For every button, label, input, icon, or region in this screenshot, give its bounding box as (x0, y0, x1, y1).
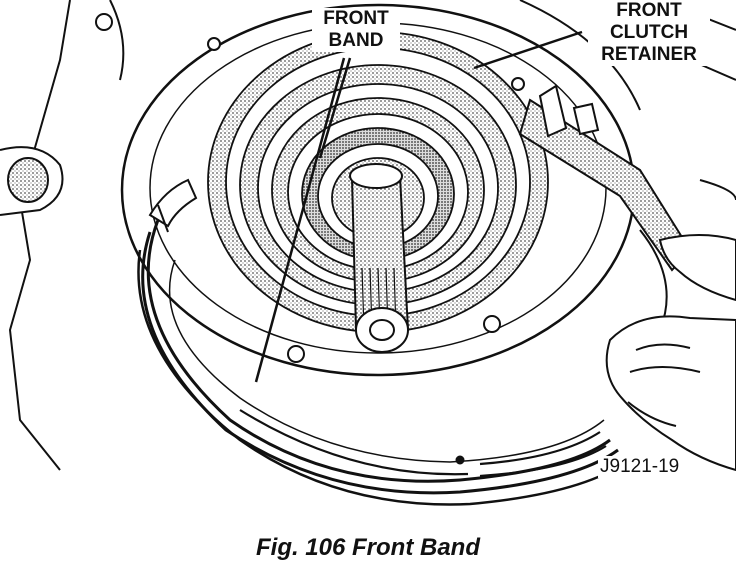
front-band-label-line-1: FRONT (323, 8, 389, 29)
figure-caption: Fig. 106 Front Band (255, 534, 480, 561)
figure-id: J9121-19 (598, 456, 682, 478)
hand (605, 234, 736, 472)
front-band-label-line-2: BAND (328, 30, 384, 51)
front-clutch-label-line-1: FRONT (616, 0, 682, 21)
front-band-illustration (0, 0, 736, 506)
front-clutch-label-line-2: CLUTCH (609, 22, 689, 43)
front-clutch-label-line-3: RETAINER (601, 44, 697, 65)
input-shaft (349, 163, 410, 353)
front-band-label: FRONT BAND (312, 8, 400, 52)
callout-leaders (254, 30, 583, 383)
front-clutch-retainer-label: FRONT CLUTCH RETAINER (588, 0, 710, 66)
